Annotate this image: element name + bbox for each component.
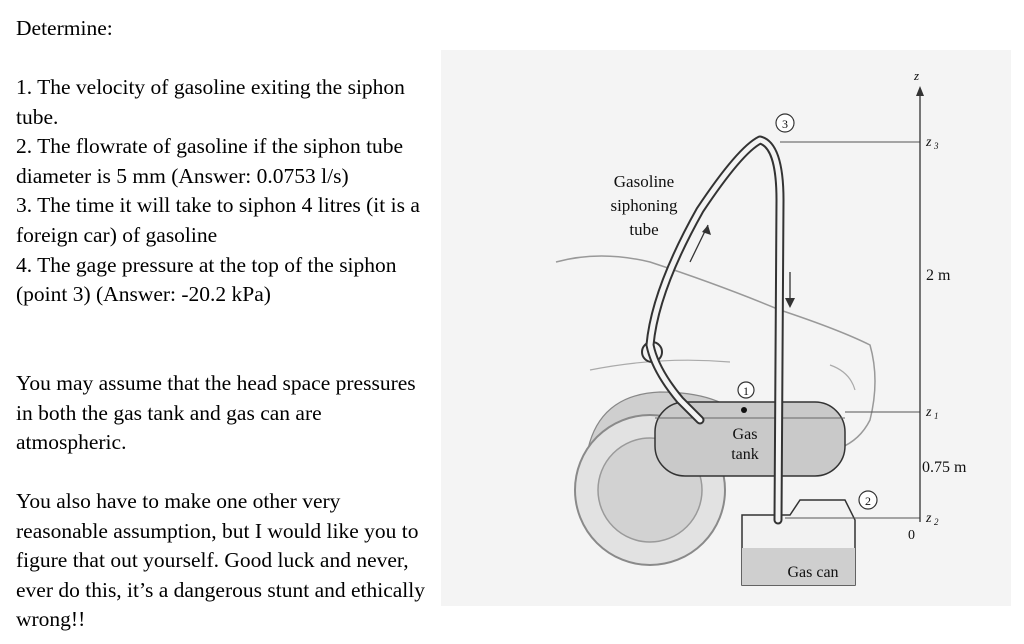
tube-label-line-1: Gasoline bbox=[614, 172, 674, 191]
dimension-075m: 0.75 m bbox=[922, 459, 967, 476]
car-hood-outline bbox=[555, 255, 876, 449]
gas-tank-label-line-2: tank bbox=[731, 446, 759, 463]
z1-subscript: 1 bbox=[934, 411, 939, 421]
point-3-marker bbox=[775, 113, 795, 133]
z2-subscript: 2 bbox=[934, 517, 939, 527]
question-2: 2. The flowrate of gasoline if the sipho… bbox=[16, 134, 404, 188]
z3-label: z bbox=[925, 135, 932, 150]
assumption-paragraph-2: You also have to make one other very rea… bbox=[16, 489, 426, 632]
tube-label-line-3: tube bbox=[629, 220, 658, 239]
siphon-diagram: 1 3 2 z z 3 z 1 z 2 0 2 m 0.75 m Gasolin… bbox=[555, 68, 967, 586]
question-3: 3. The time it will take to siphon 4 lit… bbox=[16, 193, 420, 247]
z1-label: z bbox=[925, 405, 932, 420]
z2-label: z bbox=[925, 511, 932, 526]
tube-label-line-2: siphoning bbox=[610, 196, 678, 215]
flow-arrow-up-head bbox=[702, 225, 711, 235]
car-window-line bbox=[589, 359, 731, 371]
point-1-label: 1 bbox=[743, 384, 749, 398]
dimension-2m: 2 m bbox=[926, 267, 951, 284]
assumption-paragraph-1: You may assume that the head space press… bbox=[16, 371, 416, 455]
z-axis-arrow bbox=[916, 86, 924, 96]
point-3-label: 3 bbox=[782, 117, 788, 131]
heading: Determine: bbox=[16, 16, 113, 40]
siphon-figure: 1 3 2 z z 3 z 1 z 2 0 2 m 0.75 m Gasolin… bbox=[441, 50, 1011, 606]
siphon-tube bbox=[647, 137, 783, 523]
question-4: 4. The gage pressure at the top of the s… bbox=[16, 252, 397, 307]
origin-label: 0 bbox=[908, 528, 915, 543]
point-1-marker bbox=[737, 381, 755, 399]
z-axis-label: z bbox=[913, 68, 919, 83]
gas-can-label: Gas can bbox=[787, 564, 838, 581]
z3-subscript: 3 bbox=[933, 141, 939, 151]
gas-can-fluid bbox=[742, 548, 855, 585]
point-2-label: 2 bbox=[865, 494, 871, 508]
flow-arrow-down-head bbox=[785, 298, 795, 308]
gas-tank-label-line-1: Gas bbox=[733, 426, 758, 443]
point-2-marker bbox=[858, 490, 878, 510]
question-list: 1. The velocity of gasoline exiting the … bbox=[16, 73, 436, 310]
question-1: 1. The velocity of gasoline exiting the … bbox=[16, 75, 405, 129]
point-1-dot bbox=[741, 407, 747, 413]
car-door-line bbox=[829, 364, 856, 391]
